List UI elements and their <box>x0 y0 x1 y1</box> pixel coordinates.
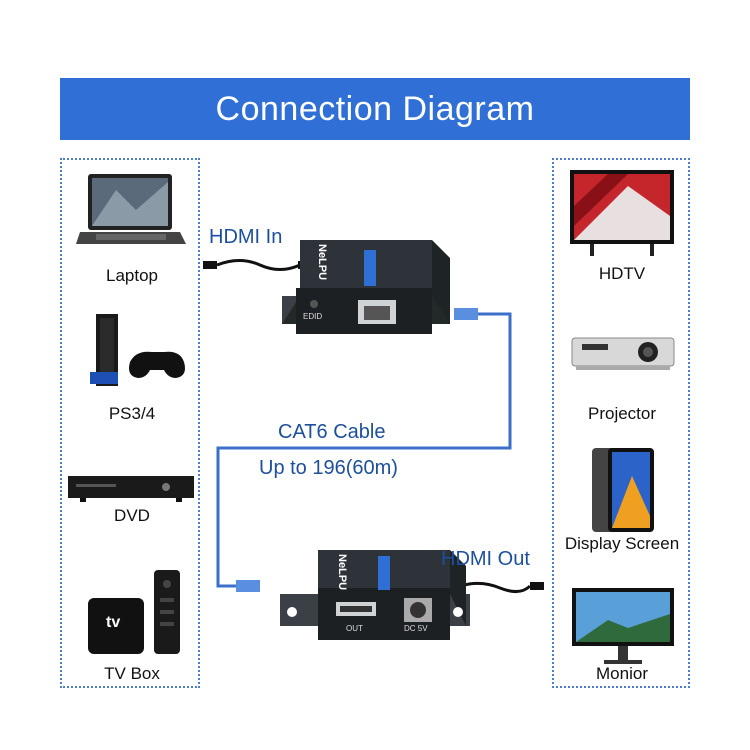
transmitter-brand: NeLPU <box>316 244 328 281</box>
laptop-icon <box>76 174 186 244</box>
hdmi-in-cable <box>203 259 312 271</box>
game-console-icon <box>90 314 185 386</box>
projector-icon <box>571 337 675 370</box>
hdtv-icon <box>570 170 674 256</box>
source-label-laptop: Laptop <box>106 266 158 285</box>
receiver-dc-label: DC 5V <box>404 624 428 633</box>
source-devices-panel: Laptop PS3/4 DVD tv TV Box <box>60 158 200 688</box>
source-label-dvd: DVD <box>114 506 150 525</box>
source-label-ps34: PS3/4 <box>108 404 156 423</box>
transmitter-edid-label: EDID <box>303 312 323 321</box>
cat6-cable <box>216 308 512 592</box>
display-label-hdtv: HDTV <box>598 264 646 283</box>
display-label-screen: Display Screen <box>564 534 680 553</box>
diagram-title: Connection Diagram <box>215 89 535 128</box>
tv-box-logo: tv <box>106 614 121 631</box>
display-devices-panel: HDTV Projector Display Screen Monior <box>552 158 690 688</box>
title-banner: Connection Diagram <box>60 78 690 140</box>
source-label-tv-box: TV Box <box>104 664 160 683</box>
cat6-cable-label: CAT6 Cable <box>278 421 386 443</box>
dvd-player-icon <box>68 476 194 502</box>
monitor-icon <box>572 588 674 664</box>
receiver-out-label: OUT <box>346 624 363 633</box>
tv-box-icon <box>88 570 180 654</box>
cat6-distance-label: Up to 196(60m) <box>259 457 398 479</box>
hdmi-in-label: HDMI In <box>209 226 283 248</box>
receiver-unit <box>280 550 470 640</box>
hdmi-out-label: HDMI Out <box>441 548 530 570</box>
transmitter-unit <box>282 240 450 334</box>
display-label-monitor: Monior <box>596 664 648 683</box>
receiver-brand: NeLPU <box>336 554 348 591</box>
display-label-projector: Projector <box>587 404 657 423</box>
tablet-icon <box>592 448 654 532</box>
